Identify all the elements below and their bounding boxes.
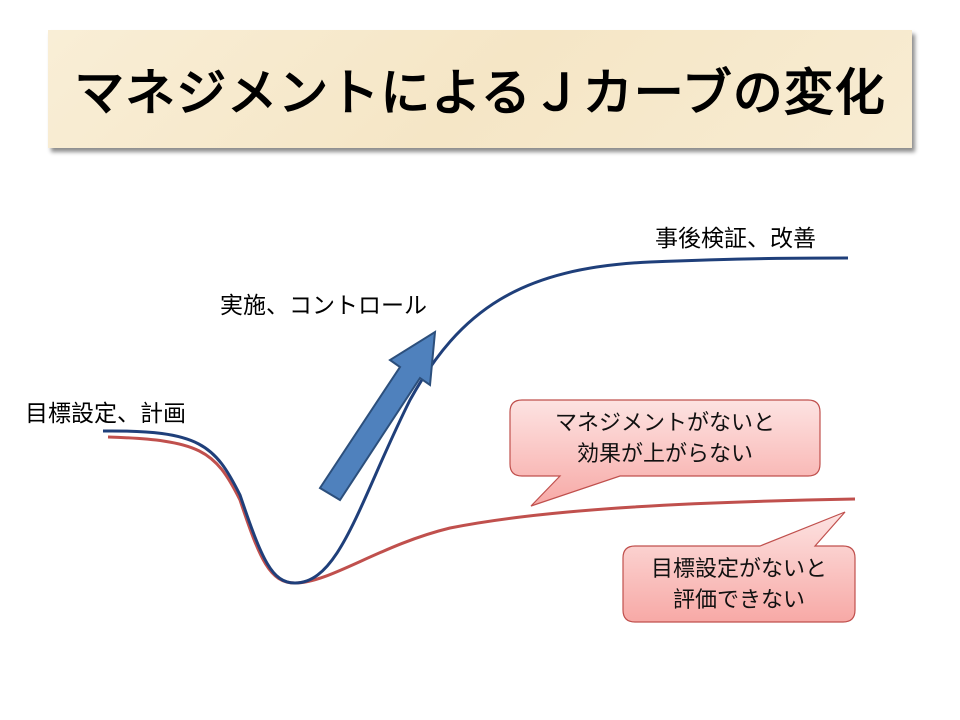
callout-bubble-2 <box>622 511 856 623</box>
label-plan: 目標設定、計画 <box>25 400 186 426</box>
managed-curve <box>102 256 849 585</box>
slide-title: マネジメントによるＪカーブの変化 <box>74 65 886 121</box>
label-do: 実施、コントロール <box>220 292 427 318</box>
callout-text-2: 目標設定がないと 評価できない <box>623 553 855 615</box>
callout-2-line-2: 評価できない <box>672 587 805 612</box>
callout-text-1: マネジメントがないと 効果が上がらない <box>510 407 820 469</box>
label-review: 事後検証、改善 <box>655 225 816 251</box>
title-banner: マネジメントによるＪカーブの変化 <box>48 30 912 148</box>
progress-arrow <box>318 330 437 502</box>
callout-1-line-1: マネジメントがないと <box>554 410 775 435</box>
callout-1-line-2: 効果が上がらない <box>576 441 753 466</box>
unmanaged-curve <box>107 435 856 585</box>
callout-2-line-1: 目標設定がないと <box>650 556 827 581</box>
callout-bubble-1 <box>509 399 821 507</box>
